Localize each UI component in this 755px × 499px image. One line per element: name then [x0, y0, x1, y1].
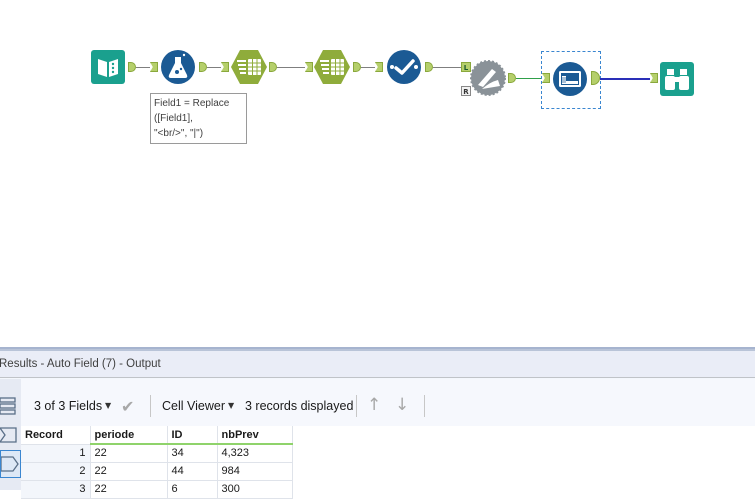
input-view-icon[interactable]	[0, 427, 18, 443]
results-panel: Results - Auto Field (7) - Output 3 of 3…	[0, 347, 755, 499]
output-anchor[interactable]	[591, 71, 600, 85]
column-header-record[interactable]: Record	[21, 426, 91, 444]
table-row[interactable]: 3 22 6 300	[21, 479, 293, 499]
output-anchor[interactable]	[199, 62, 207, 72]
formula-annotation: Field1 = Replace ([Field1], "<br/>", "|"…	[150, 93, 247, 144]
record-number: 2	[21, 461, 91, 481]
list-view-icon[interactable]	[0, 397, 16, 415]
dynamic-rename-tool[interactable]	[470, 60, 506, 96]
workflow-canvas[interactable]: L R Field1 = Replace ([Field1], "<br/>",…	[0, 0, 755, 347]
select-tool[interactable]	[386, 49, 422, 85]
table-row[interactable]: 1 22 34 4,323	[21, 443, 293, 463]
results-toolbar: 3 of 3 Fields ▼ ✔ Cell Viewer ▼ 3 record…	[21, 379, 755, 426]
output-view-icon[interactable]	[0, 450, 21, 478]
record-number: 1	[21, 443, 91, 463]
output-anchor[interactable]	[128, 62, 136, 72]
output-anchor[interactable]	[269, 62, 277, 72]
input-anchor[interactable]	[305, 62, 313, 72]
arrow-up-icon[interactable]: ↑	[367, 395, 382, 415]
fields-caret-icon[interactable]: ▼	[105, 401, 112, 410]
browse-tool[interactable]	[659, 61, 695, 97]
cell-periode[interactable]: 22	[89, 461, 168, 481]
input-anchor[interactable]	[375, 62, 383, 72]
table-row[interactable]: 2 22 44 984	[21, 461, 293, 481]
cell-id[interactable]: 34	[166, 443, 218, 463]
cell-nbprev[interactable]: 4,323	[216, 443, 293, 463]
cell-periode[interactable]: 22	[89, 443, 168, 463]
column-header-nbprev[interactable]: nbPrev	[217, 426, 293, 445]
arrow-down-icon[interactable]: ↓	[395, 395, 410, 415]
cell-periode[interactable]: 22	[89, 479, 168, 499]
input-anchor[interactable]	[150, 62, 158, 72]
formula-tool[interactable]	[160, 49, 196, 85]
connection-line	[207, 67, 221, 68]
input-data-tool[interactable]	[90, 49, 126, 85]
column-header-periode[interactable]: periode	[90, 426, 168, 445]
cell-nbprev[interactable]: 300	[216, 479, 293, 499]
table-header-row: Record periode ID nbPrev	[21, 426, 293, 445]
input-anchor[interactable]	[221, 62, 229, 72]
connection-line	[600, 78, 650, 80]
results-table: Record periode ID nbPrev 1 22 34 4,323 2…	[21, 426, 293, 499]
connection-line	[516, 78, 542, 79]
checkmark-icon[interactable]: ✔	[121, 397, 135, 416]
cell-id[interactable]: 6	[166, 479, 218, 499]
viewer-caret-icon[interactable]: ▼	[228, 401, 235, 410]
connection-line	[136, 67, 150, 68]
cell-nbprev[interactable]: 984	[216, 461, 293, 481]
left-input-anchor[interactable]: L	[461, 62, 471, 72]
output-anchor[interactable]	[353, 62, 361, 72]
record-number: 3	[21, 479, 91, 499]
output-anchor[interactable]	[508, 73, 516, 83]
results-title-bar: Results - Auto Field (7) - Output	[0, 351, 755, 378]
output-anchor[interactable]	[425, 62, 433, 72]
input-anchor[interactable]	[650, 73, 658, 83]
right-input-anchor[interactable]: R	[461, 86, 471, 96]
cell-viewer-dropdown[interactable]: Cell Viewer	[162, 399, 225, 413]
cell-id[interactable]: 44	[166, 461, 218, 481]
toolbar-separator	[150, 395, 151, 417]
results-grid[interactable]: Record periode ID nbPrev 1 22 34 4,323 2…	[21, 426, 755, 499]
toolbar-separator	[356, 395, 357, 417]
toolbar-separator	[424, 395, 425, 417]
auto-field-tool[interactable]	[552, 61, 588, 97]
connection-line	[433, 67, 461, 68]
selection-box	[541, 51, 601, 109]
text-to-columns-tool-2[interactable]	[314, 49, 350, 85]
view-switcher	[0, 379, 21, 490]
fields-dropdown[interactable]: 3 of 3 Fields	[34, 399, 103, 413]
connection-line	[361, 67, 375, 68]
records-count: 3 records displayed	[245, 399, 354, 413]
connection-line	[277, 67, 305, 68]
column-header-id[interactable]: ID	[167, 426, 218, 445]
panel-splitter[interactable]	[0, 347, 755, 351]
results-title: Results - Auto Field (7) - Output	[0, 358, 161, 370]
text-to-columns-tool-1[interactable]	[231, 49, 267, 85]
